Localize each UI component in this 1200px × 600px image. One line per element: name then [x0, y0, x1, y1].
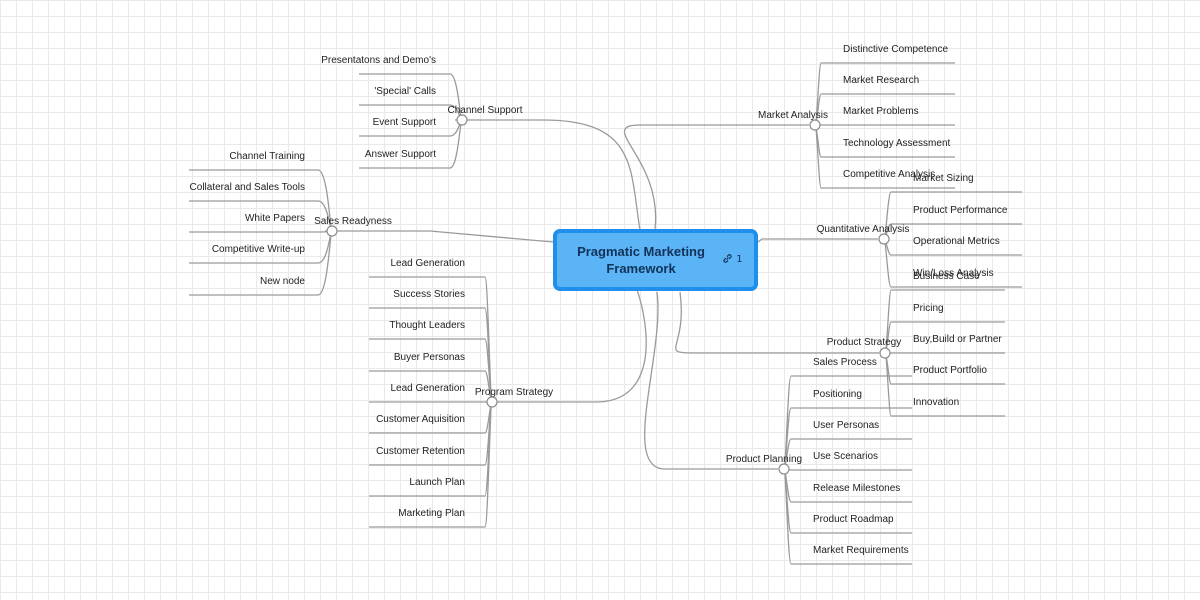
topic-technology-assessment[interactable]: Technology Assessment: [843, 138, 951, 149]
connector-root-market-analysis: [624, 124, 809, 230]
topic-product-roadmap[interactable]: Product Roadmap: [813, 514, 894, 525]
topic-competitive-write-up[interactable]: Competitive Write-up: [212, 244, 306, 255]
topic-collateral-and-sales-tools[interactable]: Collateral and Sales Tools: [190, 182, 305, 193]
topic-innovation[interactable]: Innovation: [913, 397, 959, 408]
topic-product-performance[interactable]: Product Performance: [913, 205, 1008, 216]
connector-product-strategy-4: [884, 352, 892, 417]
link-icon: [723, 254, 732, 263]
root-topic[interactable]: Pragmatic Marketing Framework 1: [553, 229, 758, 291]
collapse-toggle-product-strategy[interactable]: [879, 347, 891, 359]
topic-distinctive-competence[interactable]: Distinctive Competence: [843, 44, 948, 55]
topic-operational-metrics[interactable]: Operational Metrics: [913, 236, 1000, 247]
topic-answer-support[interactable]: Answer Support: [365, 149, 436, 160]
topic-channel-training[interactable]: Channel Training: [229, 151, 305, 162]
topic-white-papers[interactable]: White Papers: [245, 213, 305, 224]
topic-business-case[interactable]: Business Case: [913, 271, 980, 282]
connector-root-product-strategy: [675, 291, 879, 354]
connector-root-program-strategy: [490, 276, 647, 403]
link-count: 1: [736, 254, 743, 265]
collapse-toggle-product-planning[interactable]: [778, 463, 790, 475]
topic-buy-build-or-partner[interactable]: Buy,Build or Partner: [913, 334, 1002, 345]
connector-root-product-planning: [644, 291, 778, 470]
branch-channel-support[interactable]: Channel Support: [447, 105, 522, 116]
topic-sales-process[interactable]: Sales Process: [813, 357, 877, 368]
branch-program-strategy[interactable]: Program Strategy: [475, 387, 553, 398]
topic-lead-generation[interactable]: Lead Generation: [390, 383, 465, 394]
topic-competitive-analysis[interactable]: Competitive Analysis: [843, 169, 935, 180]
branch-sales-readyness[interactable]: Sales Readyness: [314, 216, 392, 227]
topic-thought-leaders[interactable]: Thought Leaders: [389, 320, 465, 331]
collapse-toggle-sales-readyness[interactable]: [326, 225, 338, 237]
topic-buyer-personas[interactable]: Buyer Personas: [394, 352, 465, 363]
connector-channel-support-3: [449, 119, 463, 169]
root-topic-title: Pragmatic Marketing Framework: [577, 244, 705, 276]
collapse-toggle-program-strategy[interactable]: [486, 396, 498, 408]
topic-customer-aquisition[interactable]: Customer Aquisition: [376, 414, 465, 425]
topic-new-node[interactable]: New node: [260, 276, 305, 287]
connector-root-channel-support: [455, 119, 641, 231]
connector-root-quantitative-analysis: [757, 238, 878, 243]
topic-lead-generation[interactable]: Lead Generation: [390, 258, 465, 269]
collapse-toggle-channel-support[interactable]: [456, 114, 468, 126]
connector-root-sales-readyness: [325, 230, 554, 243]
topic-presentatons-and-demo-s[interactable]: Presentatons and Demo's: [321, 55, 436, 66]
topic-market-sizing[interactable]: Market Sizing: [913, 173, 974, 184]
topic-product-portfolio[interactable]: Product Portfolio: [913, 365, 987, 376]
topic-event-support[interactable]: Event Support: [373, 117, 437, 128]
topic-launch-plan[interactable]: Launch Plan: [409, 477, 465, 488]
link-indicator[interactable]: 1: [722, 253, 743, 265]
topic-success-stories[interactable]: Success Stories: [393, 289, 465, 300]
collapse-toggle-quantitative-analysis[interactable]: [878, 233, 890, 245]
connector-market-analysis-4: [814, 124, 822, 189]
topic-release-milestones[interactable]: Release Milestones: [813, 483, 900, 494]
topic-special-calls[interactable]: 'Special' Calls: [374, 86, 436, 97]
connector-lines: [189, 62, 1022, 565]
topic-win-loss-analysis[interactable]: Win/Loss Analysis: [913, 268, 994, 279]
topic-marketing-plan[interactable]: Marketing Plan: [398, 508, 465, 519]
branch-market-analysis[interactable]: Market Analysis: [758, 110, 828, 121]
branch-quantitative-analysis[interactable]: Quantitative Analysis: [817, 224, 910, 235]
topics: Channel Support Presentatons and Demo's 'S…: [190, 44, 1008, 556]
topic-market-problems[interactable]: Market Problems: [843, 106, 919, 117]
connector-product-planning-6: [783, 468, 792, 565]
topic-use-scenarios[interactable]: Use Scenarios: [813, 451, 878, 462]
topic-market-research[interactable]: Market Research: [843, 75, 919, 86]
branch-product-strategy[interactable]: Product Strategy: [827, 337, 901, 348]
topic-market-requirements[interactable]: Market Requirements: [813, 545, 909, 556]
topic-customer-retention[interactable]: Customer Retention: [376, 446, 465, 457]
topic-pricing[interactable]: Pricing: [913, 303, 944, 314]
topic-user-personas[interactable]: User Personas: [813, 420, 879, 431]
collapse-toggle-market-analysis[interactable]: [809, 119, 821, 131]
topic-positioning[interactable]: Positioning: [813, 389, 862, 400]
branch-product-planning[interactable]: Product Planning: [726, 454, 802, 465]
